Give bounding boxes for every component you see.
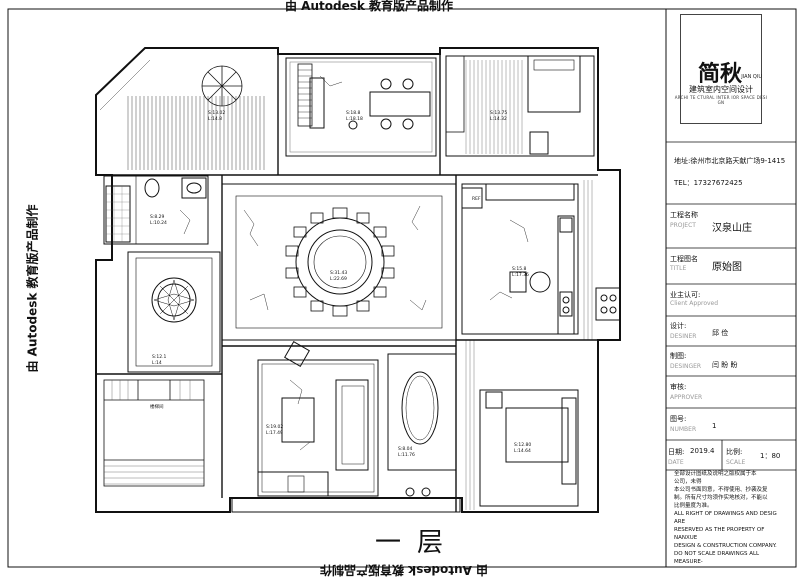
room-area-4: S:8.29 — [150, 214, 165, 220]
number-value: 1 — [712, 422, 716, 430]
logo-name-en: JIAN QIU — [680, 74, 762, 80]
project-label-en: PROJECT — [670, 222, 696, 229]
note-line: 本公司书面同意，不得使用、抄袭及复 — [674, 486, 784, 494]
room-area-9: S:8.04 — [398, 446, 413, 452]
date-label-en: DATE — [668, 459, 684, 466]
room-length-7: L:14 — [152, 360, 162, 366]
room-length-3: L:14.32 — [490, 116, 507, 122]
title-label: 工程图名 — [670, 254, 698, 264]
note-line: 比例量度为准。 — [674, 502, 784, 510]
room-area-10: S:12.80 — [514, 442, 531, 448]
room-length-4: L:10.24 — [150, 220, 167, 226]
note-line: RESERVED AS THE PROPERTY OF NANXUE — [674, 526, 784, 542]
room-area-2: S:18.8 — [346, 110, 361, 116]
scale-label: 比例: — [726, 447, 742, 457]
room-area-8: S:19.02 — [266, 424, 283, 430]
room-area-7: S:12.1 — [152, 354, 167, 360]
title-label-en: TITLE — [670, 265, 686, 272]
room-length-2: L:18.18 — [346, 116, 363, 122]
project-value: 汉泉山庄 — [712, 219, 752, 234]
drawer-label-en: DESINGER — [670, 363, 701, 370]
room-length-1: L:14.8 — [208, 116, 222, 122]
note-line: DO NOT SCALE DRAWINGS ALL MEASURE- — [674, 550, 784, 566]
note-line: 全部设计图纸及说明之版权属于本 — [674, 470, 784, 478]
note-line: 制。所有尺寸均须作实地核对，不能以 — [674, 494, 784, 502]
drawer-value: 闫 盼 盼 — [712, 360, 737, 370]
logo-subtitle: 建筑室内空间设计 — [676, 84, 766, 95]
room-area-5: S:31.43 — [330, 270, 347, 276]
note-line: ALL RIGHT OF DRAWINGS AND DESIG ARE — [674, 510, 784, 526]
approved-label: 业主认可: — [670, 290, 700, 300]
stair-label: 楼梯间 — [150, 403, 164, 410]
designer-label-en: DESINER — [670, 333, 696, 340]
floor-title: 一层 — [375, 522, 459, 559]
phone: TEL：17327672425 — [674, 178, 743, 188]
room-area-6: S:15.8 — [512, 266, 527, 272]
fridge-label: REF — [472, 196, 481, 202]
approver-label: 审核: — [670, 382, 686, 392]
number-label: 图号: — [670, 414, 686, 424]
room-length-5: L:22.69 — [330, 276, 347, 282]
room-area-1: S:13.02 — [208, 110, 225, 116]
title-value: 原始图 — [712, 258, 742, 273]
company-logo: 简秋 JIAN QIU 建筑室内空间设计 ARCHI TE CTURAL INT… — [670, 12, 776, 132]
room-length-10: L:14.64 — [514, 448, 531, 454]
date-label: 日期: — [668, 447, 684, 457]
scale-label-en: SCALE — [726, 459, 745, 466]
number-label-en: NUMBER — [670, 426, 696, 433]
designer-label: 设计: — [670, 321, 686, 331]
approver-label-en: APPROVER — [670, 394, 702, 401]
room-length-9: L:11.76 — [398, 452, 415, 458]
address: 地址:徐州市北京路天献广场9-1415 — [674, 156, 785, 166]
note-line: DESIGN & CONSTRUCTION COMPANY. — [674, 542, 784, 550]
logo-subtitle-en: ARCHI TE CTURAL INTER IOR SPACE DESI GN — [674, 95, 768, 105]
copyright-notes: 全部设计图纸及说明之版权属于本 公司，未得 本公司书面同意，不得使用、抄袭及复 … — [674, 470, 784, 566]
room-length-8: L:17.49 — [266, 430, 283, 436]
room-area-3: S:13.75 — [490, 110, 507, 116]
designer-value: 邱 俭 — [712, 328, 728, 338]
approved-label-en: Client Approved — [670, 300, 718, 307]
umbrella-icon — [202, 66, 242, 106]
drawer-label: 制图: — [670, 351, 686, 361]
scale-value: 1：80 — [760, 451, 780, 461]
project-label: 工程名称 — [670, 210, 698, 220]
note-line: 公司，未得 — [674, 478, 784, 486]
date-value: 2019.4 — [690, 447, 715, 455]
room-length-6: L:17.36 — [512, 272, 529, 278]
